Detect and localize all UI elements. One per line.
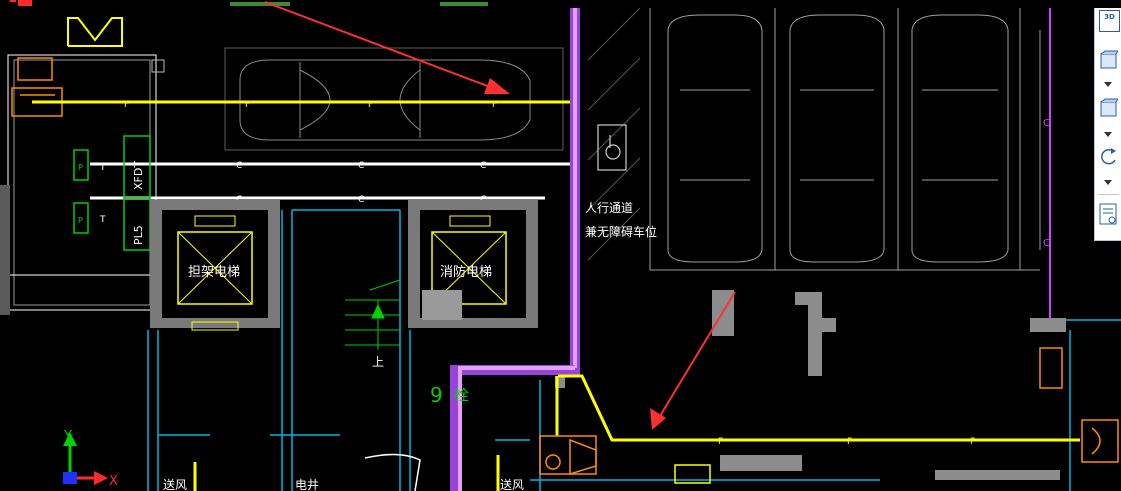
hydrant-label: 栓 bbox=[454, 386, 469, 404]
room-label-electric-shaft: 电井 bbox=[295, 478, 319, 491]
svg-text:F: F bbox=[847, 437, 852, 447]
stretcher-elevator-label: 担架电梯 bbox=[188, 265, 240, 280]
pedestrian-label-2: 兼无障碍车位 bbox=[585, 224, 657, 239]
cube-front-icon[interactable] bbox=[1099, 98, 1119, 118]
fire-elevator-shaft bbox=[408, 200, 538, 328]
cube-top-icon[interactable] bbox=[1099, 50, 1119, 70]
wire-yellow-bottom bbox=[555, 374, 1080, 442]
magenta-pipe bbox=[450, 8, 580, 491]
svg-text:F: F bbox=[718, 437, 723, 447]
parking-car-outline bbox=[224, 47, 564, 151]
svg-text:P: P bbox=[78, 163, 83, 172]
annotation-arrows bbox=[264, 1, 736, 430]
svg-text:C: C bbox=[358, 195, 364, 205]
pedestrian-label-1: 人行通道 bbox=[585, 201, 633, 215]
room-label-supply-air-1: 送风 bbox=[163, 477, 187, 491]
svg-text:C: C bbox=[1043, 118, 1050, 129]
cyan-walls bbox=[147, 209, 1121, 491]
accessible-parking-hatch bbox=[587, 7, 641, 261]
stretcher-elevator-shaft bbox=[150, 200, 280, 331]
svg-text:T: T bbox=[99, 215, 106, 225]
svg-text:P: P bbox=[78, 216, 83, 225]
orbit-icon[interactable] bbox=[1099, 146, 1118, 166]
svg-text:F: F bbox=[368, 100, 373, 110]
axis-y-label: Y bbox=[63, 429, 72, 444]
svg-text:F: F bbox=[970, 437, 975, 447]
annotation-mark bbox=[18, 0, 32, 6]
3d-mode-icon[interactable]: 3D bbox=[1099, 10, 1120, 32]
chevron-down-icon[interactable] bbox=[1104, 180, 1112, 185]
chevron-down-icon[interactable] bbox=[1104, 132, 1112, 137]
stair-up-label: 上 bbox=[372, 355, 384, 369]
ucs-axis-icon bbox=[63, 432, 108, 485]
wall-segment bbox=[0, 185, 10, 315]
fire-elevator-label: 消防电梯 bbox=[440, 264, 492, 280]
svg-text:C: C bbox=[358, 161, 364, 171]
staircase bbox=[345, 279, 401, 350]
svg-text:C: C bbox=[480, 161, 486, 171]
axis-x-label: X bbox=[109, 474, 118, 489]
view-list-icon[interactable] bbox=[1099, 202, 1118, 225]
bottom-equipment bbox=[539, 347, 1119, 476]
vent-markers bbox=[193, 455, 500, 491]
room-label-supply-air-2: 送风 bbox=[500, 477, 524, 491]
wheelchair-icon bbox=[597, 124, 627, 171]
svg-text:C: C bbox=[1043, 238, 1050, 249]
svg-text:F: F bbox=[492, 100, 497, 110]
svg-text:C: C bbox=[236, 161, 242, 171]
panel-label-xfdt: XFDT bbox=[132, 161, 145, 190]
parking-spaces bbox=[649, 8, 1041, 271]
svg-text:T: T bbox=[99, 163, 106, 173]
svg-text:F: F bbox=[124, 100, 129, 110]
svg-text:F: F bbox=[245, 100, 250, 110]
double-door bbox=[67, 17, 123, 47]
hydrant-number: 9 bbox=[430, 383, 443, 407]
panel-label-pl5: PL5 bbox=[132, 225, 145, 245]
view-toolbar: 3D bbox=[1094, 8, 1121, 241]
chevron-down-icon[interactable] bbox=[1104, 82, 1112, 87]
